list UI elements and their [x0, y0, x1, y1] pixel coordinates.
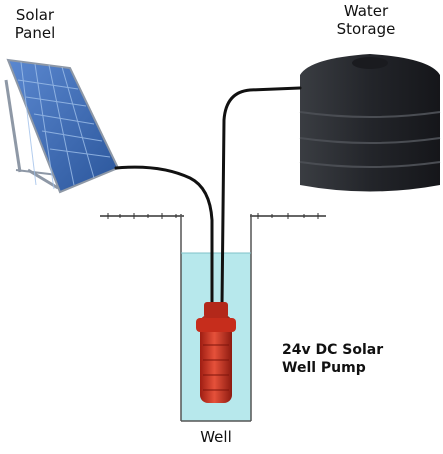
solar-panel-icon: [4, 58, 120, 194]
pump-label-line2: Well Pump: [282, 360, 366, 376]
pipes: [114, 86, 302, 307]
solar-panel-label-line1: Solar: [15, 6, 55, 24]
water-storage-label: Water Storage: [314, 2, 418, 38]
pump-label: 24v DC Solar Well Pump: [282, 341, 402, 377]
solar-panel-label: Solar Panel: [5, 6, 65, 42]
water-storage-label-line1: Water: [343, 2, 389, 20]
solar-panel-label-line2: Panel: [14, 24, 56, 42]
well-label: Well: [200, 428, 232, 446]
well-pump-icon: [196, 302, 236, 403]
ground-line: [100, 213, 326, 219]
water-tank-icon: [299, 54, 441, 192]
water-storage-label-line2: Storage: [336, 20, 396, 38]
pump-label-line1: 24v DC Solar: [282, 342, 384, 358]
